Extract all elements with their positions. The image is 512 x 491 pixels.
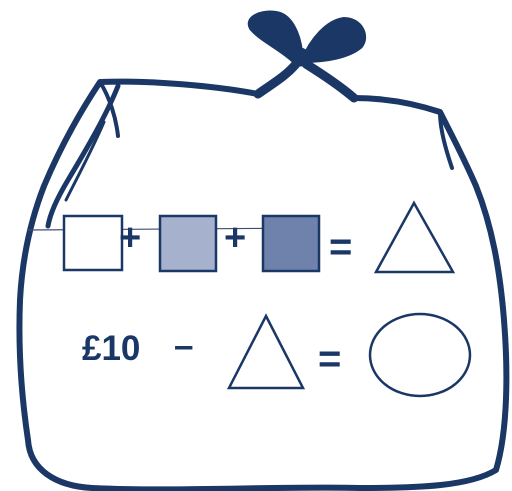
equals-sign-2: = xyxy=(318,339,341,379)
purse-outline xyxy=(19,82,506,490)
equals-sign-1: = xyxy=(329,227,352,267)
dark-shaded-square xyxy=(263,216,319,271)
plus-sign-2: + xyxy=(224,219,246,257)
empty-square xyxy=(64,216,122,270)
light-shaded-square xyxy=(160,216,216,271)
circle-result xyxy=(370,314,470,396)
triangle-operand xyxy=(229,316,303,388)
plus-sign-1: + xyxy=(119,219,141,257)
minus-sign: – xyxy=(174,328,193,363)
triangle-result xyxy=(376,203,453,272)
money-amount: £10 xyxy=(82,331,140,366)
purse-clasp-icon xyxy=(251,14,363,98)
